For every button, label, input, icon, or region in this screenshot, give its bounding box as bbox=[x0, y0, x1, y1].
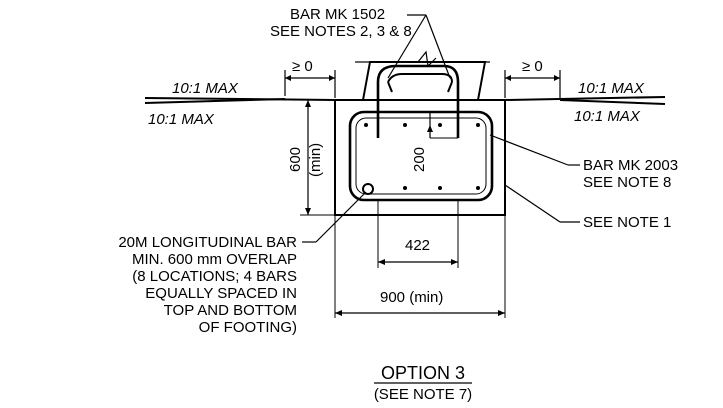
svg-text:EQUALLY SPACED IN: EQUALLY SPACED IN bbox=[145, 285, 297, 302]
dim-600-arrow-top bbox=[305, 100, 311, 107]
bar-1502-hook-tail-left bbox=[387, 81, 393, 93]
dim-600-arrow-bottom bbox=[305, 208, 311, 215]
ground-line-right-upper bbox=[504, 96, 666, 101]
svg-text:(8 LOCATIONS; 4 BARS: (8 LOCATIONS; 4 BARS bbox=[132, 268, 297, 285]
bar-2003-stirrup bbox=[348, 110, 494, 202]
slope-right-bottom: 10:1 MAX bbox=[574, 108, 641, 125]
bar-1502-inner-hook bbox=[387, 73, 453, 83]
svg-text:MIN. 600 mm OVERLAP: MIN. 600 mm OVERLAP bbox=[132, 251, 297, 268]
break-line bbox=[417, 50, 437, 68]
ground-line-left-lower bbox=[144, 98, 286, 104]
slope-right-top: 10:1 MAX bbox=[578, 80, 645, 97]
bar-1502-hook-tail-right bbox=[447, 81, 453, 93]
note1-label: SEE NOTE 1 bbox=[583, 214, 671, 231]
svg-text:TOP AND BOTTOM: TOP AND BOTTOM bbox=[164, 302, 297, 319]
ge0-right-arrow-a bbox=[505, 75, 511, 81]
ge0-right-arrow-b bbox=[554, 75, 560, 81]
longitudinal-bar-20m bbox=[362, 183, 374, 195]
ge0-left-arrow-b bbox=[329, 75, 335, 81]
ge0-left-arrow-a bbox=[285, 75, 291, 81]
dim-900-label: 900 (min) bbox=[380, 289, 443, 306]
leader-20m bbox=[315, 191, 367, 243]
ground-line-right-lower bbox=[559, 99, 666, 105]
dim-200-label: 200 bbox=[411, 147, 428, 172]
leader-2003 bbox=[489, 134, 569, 166]
bar-1502-notes: SEE NOTES 2, 3 & 8 bbox=[270, 23, 412, 40]
bar-2003-note: SEE NOTE 8 bbox=[583, 174, 671, 191]
dim-600-min-label: (min) bbox=[307, 143, 324, 177]
leader-1502-a bbox=[387, 14, 427, 79]
dim-422-arrow-left bbox=[378, 259, 385, 265]
ge0-left-label: ≥ 0 bbox=[292, 58, 313, 75]
slope-left-bottom: 10:1 MAX bbox=[148, 111, 215, 128]
dim-422-arrow-right bbox=[451, 259, 458, 265]
bar-1502-label: BAR MK 1502 bbox=[290, 6, 385, 23]
longitudinal-bars bbox=[364, 123, 480, 190]
svg-text:20M LONGITUDINAL BAR: 20M LONGITUDINAL BAR bbox=[118, 234, 297, 251]
footing-outline bbox=[334, 99, 506, 216]
bar-2003-inner bbox=[355, 117, 487, 195]
pier-outline bbox=[362, 61, 487, 101]
dim-422-label: 422 bbox=[405, 237, 430, 254]
svg-text:OF FOOTING): OF FOOTING) bbox=[199, 319, 297, 336]
dim-900-arrow-right bbox=[498, 310, 505, 316]
slope-left-top: 10:1 MAX bbox=[172, 80, 239, 97]
leader-note1 bbox=[504, 184, 561, 223]
dim-600-label: 600 bbox=[287, 147, 304, 172]
drawing-title: OPTION 3 bbox=[381, 363, 465, 383]
drawing-subtitle: (SEE NOTE 7) bbox=[374, 386, 472, 403]
dim-900-arrow-left bbox=[335, 310, 342, 316]
ge0-right-label: ≥ 0 bbox=[522, 58, 543, 75]
dim-200-arrow bbox=[427, 125, 433, 132]
leader-1502-b bbox=[425, 14, 451, 79]
bar-1502-outer bbox=[376, 64, 460, 138]
bar-2003-label: BAR MK 2003 bbox=[583, 157, 678, 174]
long-bar-note: 20M LONGITUDINAL BAR MIN. 600 mm OVERLAP… bbox=[118, 234, 297, 336]
